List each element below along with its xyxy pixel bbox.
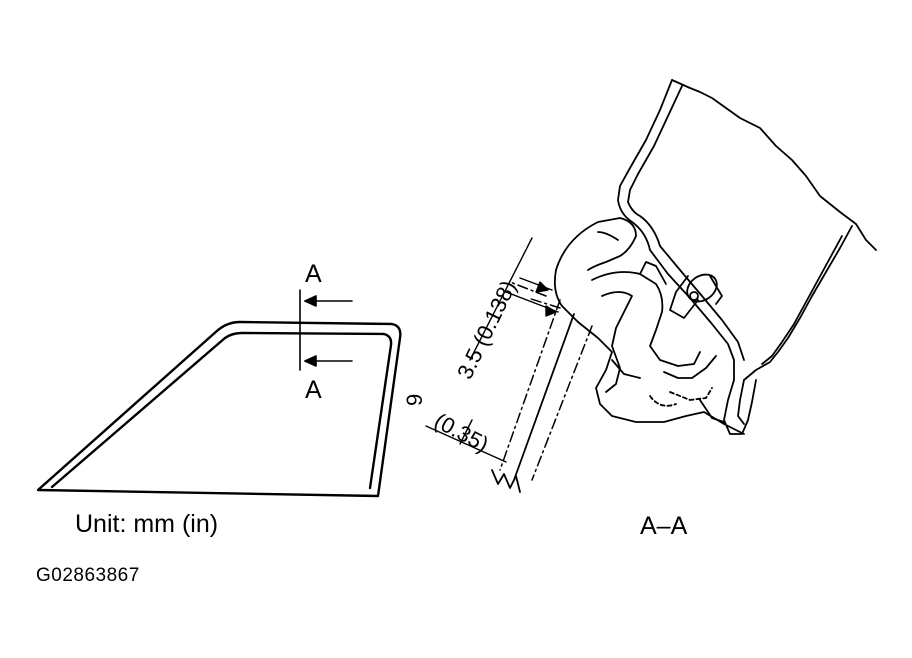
- retainer-clip: [669, 273, 723, 319]
- glass-solid-edge: [491, 313, 575, 493]
- figure-code: G02863867: [36, 565, 140, 586]
- glass-edge-section: [499, 281, 593, 481]
- dimension-gap-lines: [469, 237, 559, 361]
- body-panel-section: [617, 79, 877, 435]
- section-mark-top: A: [305, 260, 322, 288]
- section-line-a-a: [299, 289, 353, 371]
- unit-label: Unit: mm (in): [75, 510, 219, 538]
- dimension-width-mm-label: 9: [402, 393, 427, 406]
- dimension-width-lines: [425, 419, 507, 463]
- molding-section: [553, 217, 745, 435]
- window-glass-outline: [36, 320, 402, 498]
- section-title: A–A: [640, 512, 688, 540]
- section-mark-bottom: A: [305, 376, 322, 404]
